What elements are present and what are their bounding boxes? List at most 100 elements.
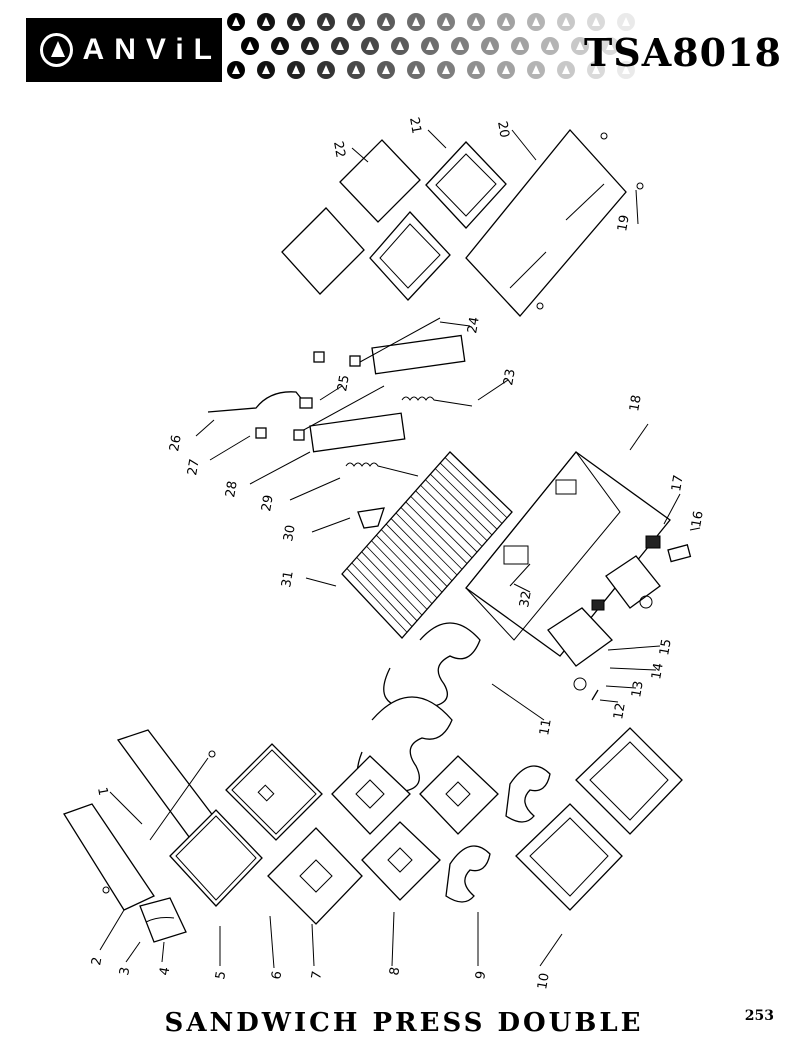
pattern-logo-icon <box>557 61 575 79</box>
pattern-logo-icon <box>481 37 499 55</box>
pattern-logo-icon <box>361 37 379 55</box>
pattern-logo-icon <box>451 37 469 55</box>
logo-pattern <box>227 13 635 79</box>
pattern-logo-icon <box>407 13 425 31</box>
grill-rib <box>371 540 433 604</box>
callout-31: 31 <box>279 570 297 589</box>
callout-5: 5 <box>213 970 229 981</box>
callout-6: 6 <box>269 970 285 981</box>
pattern-logo-icon <box>391 37 409 55</box>
pattern-logo-icon <box>347 13 365 31</box>
pattern-logo-icon <box>437 13 455 31</box>
grill-rib <box>356 557 418 622</box>
callout-16: 16 <box>689 510 707 529</box>
model-number: TSA8018 <box>584 30 782 75</box>
callout-25: 25 <box>335 374 353 393</box>
pattern-logo-icon <box>287 61 305 79</box>
pattern-logo-icon <box>617 61 635 79</box>
grill-rib <box>444 457 508 519</box>
pattern-logo-icon <box>331 37 349 55</box>
pattern-logo-icon <box>467 61 485 79</box>
callout-leaders <box>99 129 701 969</box>
pattern-logo-icon <box>617 13 635 31</box>
brand-logo: ANViL <box>26 18 222 82</box>
brand-name: ANViL <box>82 33 222 66</box>
pattern-logo-icon <box>527 13 545 31</box>
part-bracket-28 <box>255 385 406 453</box>
callout-19: 19 <box>615 214 633 233</box>
part-spring-29 <box>345 462 419 477</box>
grill-rib <box>390 518 453 582</box>
pattern-logo-icon <box>557 13 575 31</box>
pattern-logo-icon <box>227 61 245 79</box>
part-spring-23 <box>401 396 473 407</box>
pattern-logo-icon <box>497 61 515 79</box>
part-bottom-plate-10 <box>515 727 683 911</box>
pattern-logo-icon <box>527 61 545 79</box>
callout-4: 4 <box>157 966 173 977</box>
callout-30: 30 <box>281 524 299 543</box>
pattern-logo-icon <box>421 37 439 55</box>
pattern-logo-icon <box>407 61 425 79</box>
grill-rib <box>361 551 423 616</box>
callout-28: 28 <box>223 480 241 499</box>
grill-rib <box>405 501 468 564</box>
pattern-logo-icon <box>377 13 395 31</box>
callout-10: 10 <box>535 972 553 991</box>
pattern-logo-icon <box>241 37 259 55</box>
part-panel-22 <box>281 139 421 295</box>
page-number: 253 <box>744 1008 774 1024</box>
callout-17: 17 <box>669 474 687 493</box>
grill-rib <box>439 462 503 524</box>
grill-rib <box>420 484 483 547</box>
callout-20: 20 <box>494 120 512 139</box>
callout-15: 15 <box>657 638 675 657</box>
part-housing-18 <box>465 451 671 657</box>
pattern-logo-icon <box>511 37 529 55</box>
grill-rib <box>425 479 488 541</box>
callout-3: 3 <box>117 966 133 977</box>
grill-rib <box>430 473 493 536</box>
pattern-logo-icon <box>601 37 619 55</box>
grill-rib <box>415 490 478 553</box>
pattern-logo-icon <box>227 13 245 31</box>
callout-22: 22 <box>330 140 348 159</box>
pattern-logo-icon <box>287 13 305 31</box>
pattern-logo-icon <box>587 61 605 79</box>
pattern-logo-icon <box>437 61 455 79</box>
grill-rib <box>434 468 498 530</box>
callout-27: 27 <box>185 458 203 477</box>
callout-12: 12 <box>611 702 629 721</box>
part-small-components <box>547 535 692 701</box>
callout-13: 13 <box>629 680 647 699</box>
callout-8: 8 <box>387 966 403 977</box>
grill-rib <box>351 562 413 627</box>
grill-rib <box>366 545 428 610</box>
callout-9: 9 <box>473 970 489 981</box>
grill-rib <box>346 568 408 633</box>
grill-rib <box>380 529 443 593</box>
part-diamond-plate-7 <box>267 755 411 925</box>
part-rod-26 <box>207 391 313 413</box>
pattern-logo-icon <box>347 61 365 79</box>
callout-24: 24 <box>465 316 483 335</box>
callout-7: 7 <box>309 970 325 981</box>
grill-rib <box>385 523 448 587</box>
callout-labels: 22 21 20 19 24 23 25 26 27 28 29 30 31 1… <box>89 116 707 991</box>
exploded-parts-diagram: 22 21 20 19 24 23 25 26 27 28 29 30 31 1… <box>63 116 707 991</box>
part-grill-plate-31 <box>341 451 513 639</box>
grill-rib <box>400 507 463 570</box>
callout-29: 29 <box>259 494 277 513</box>
pattern-logo-icon <box>467 13 485 31</box>
pattern-logo-icon <box>301 37 319 55</box>
pattern-logo-icon <box>377 61 395 79</box>
part-element-9 <box>445 765 551 903</box>
part-diamond-plate-8 <box>361 755 499 901</box>
part-bracket-24 <box>313 317 466 375</box>
callout-26: 26 <box>167 434 185 453</box>
callout-14: 14 <box>649 662 667 681</box>
page-title: SANDWICH PRESS DOUBLE <box>164 1008 644 1038</box>
callout-1: 1 <box>94 786 110 797</box>
callout-32: 32 <box>517 590 535 609</box>
pattern-logo-icon <box>317 61 335 79</box>
